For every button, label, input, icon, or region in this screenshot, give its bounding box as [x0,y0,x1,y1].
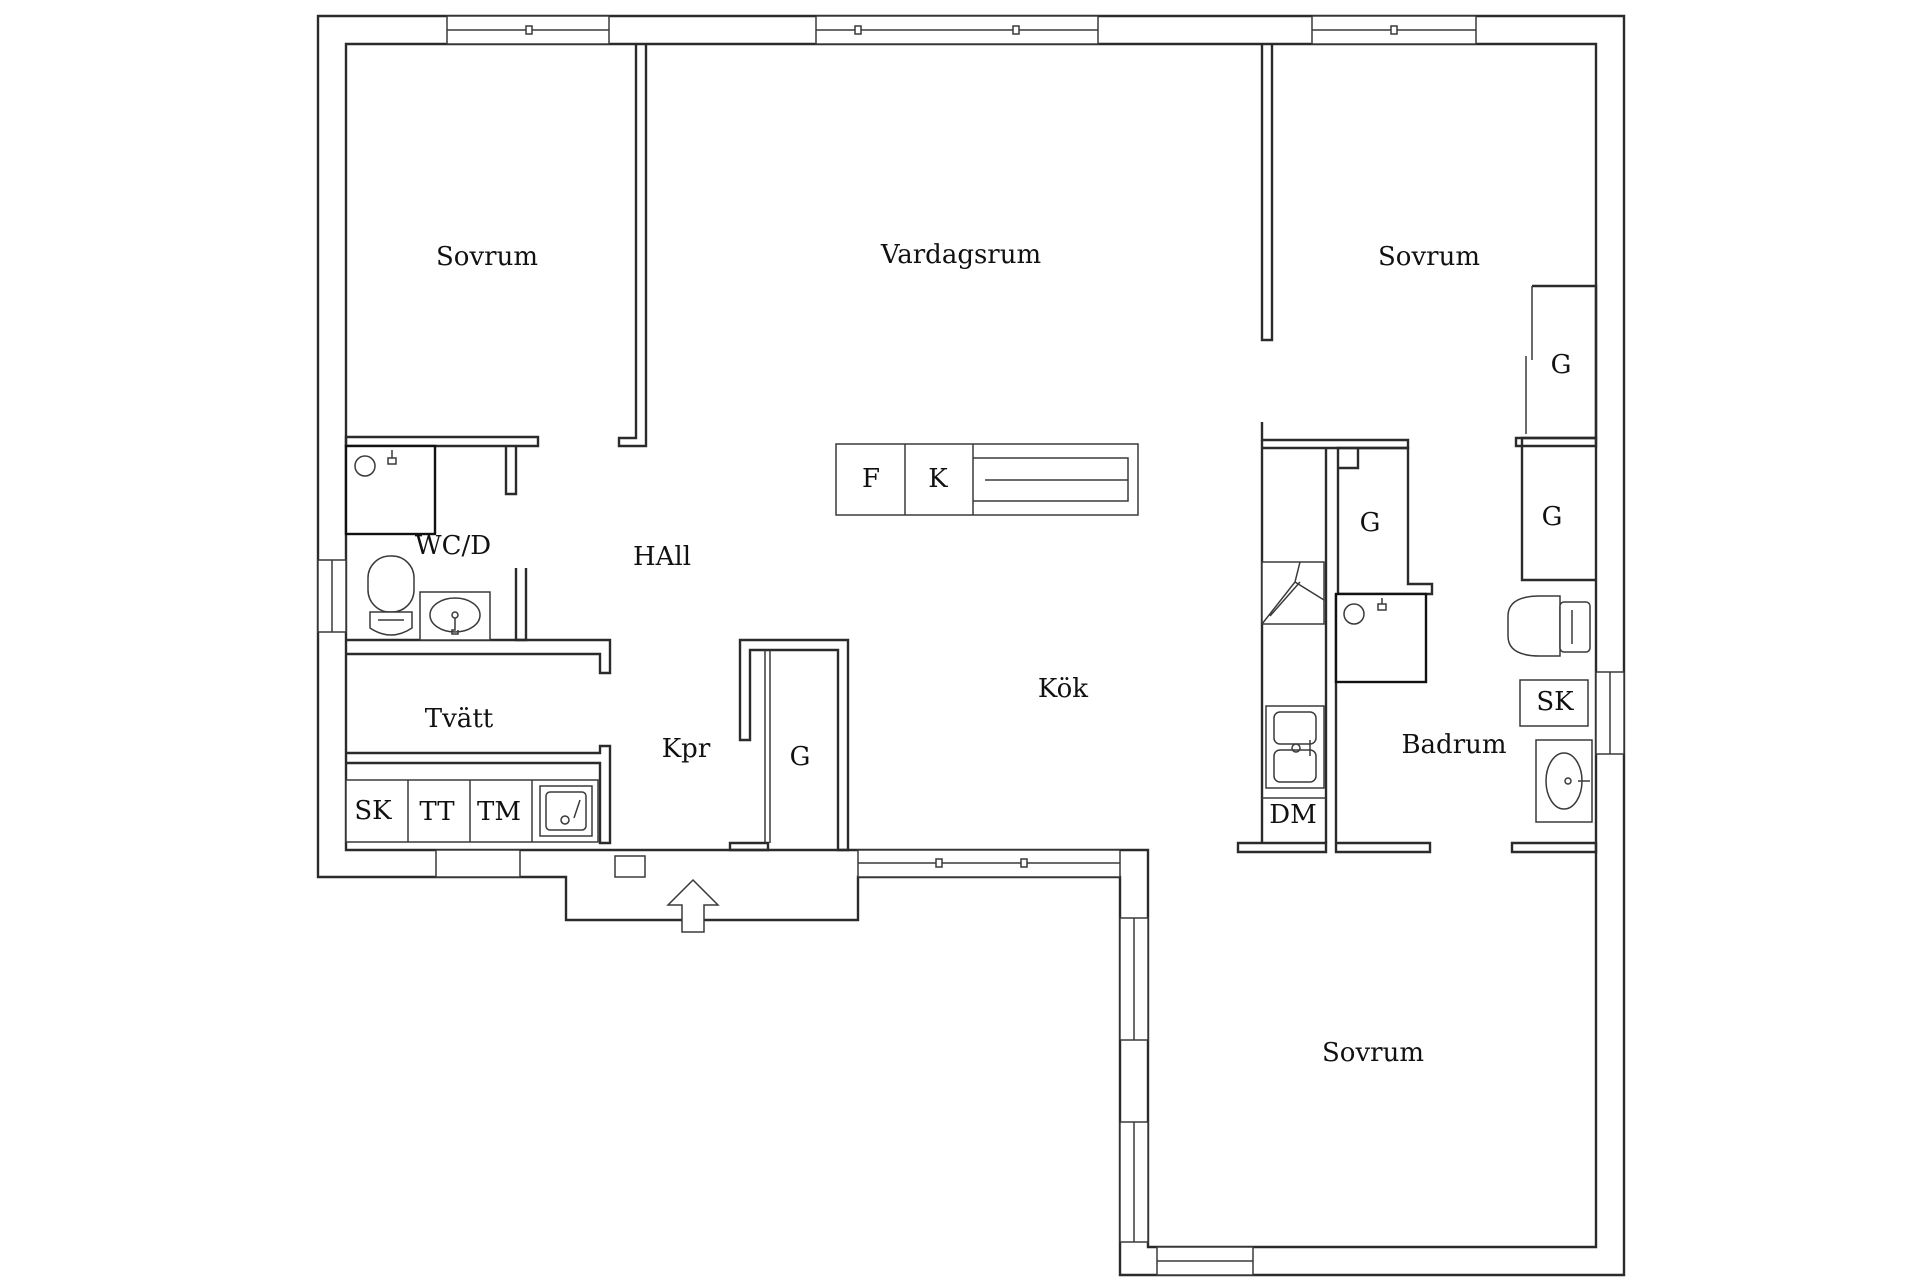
fixture-label-g-ne-lower: G [1542,502,1563,532]
wall-kitchen-counter [1260,422,1410,450]
window-south-bedroom-left-2 [1119,1121,1149,1243]
windows [317,15,1625,1276]
wall-bath-west [1334,594,1432,854]
room-label-sovrum-s: Sovrum [1322,1038,1424,1068]
wall-kpr-closet [738,638,850,852]
fixture-label-tm: TM [477,797,521,827]
room-label-kok: Kök [1038,674,1088,704]
window-tvatt [317,559,347,633]
wall-sovrum-nw-east [617,44,648,448]
wall-wc-east [514,568,528,642]
fixture-label-g-ne-upper: G [1551,350,1572,380]
room-label-sovrum-ne: Sovrum [1378,242,1480,272]
wall-wc-tvatt [346,638,612,675]
bath-sk-cabinet [1519,679,1589,727]
outer-walls [316,14,1626,1277]
wall-tvatt-kpr [346,744,612,845]
wc-sink-icon [419,591,491,641]
fixture-label-g-kpr: G [790,742,811,772]
fixture-labels: F K G G G G DM SK SK TT TM [354,350,1574,830]
fixture-label-dm: DM [1269,800,1316,830]
wall-wc-stub [504,446,518,496]
window-bath-east [1595,671,1625,755]
bath-toilet-icon [1507,595,1591,657]
fixture-label-tt: TT [419,797,455,827]
fixture-label-g-bath-closet: G [1360,508,1381,538]
bath-sink-icon [1535,739,1593,823]
room-labels: Sovrum Vardagsrum Sovrum WC/D HAll Kök T… [415,240,1507,1068]
stove-icon [1261,561,1325,625]
wall-ne-closets [1520,284,1598,582]
fixtures [344,444,1593,843]
window-south-bedroom-left-1 [1119,917,1149,1041]
wc-toilet-icon [367,555,415,636]
room-label-wc-d: WC/D [415,531,491,561]
wall-bath-closet [1336,446,1434,596]
window-living [815,15,1099,45]
bath-shower [1334,592,1428,684]
interior-walls [344,44,1598,854]
fixture-label-sk-bath: SK [1536,687,1574,717]
wc-shower [344,444,437,536]
fixture-label-k: K [928,464,948,494]
room-label-sovrum-nw: Sovrum [436,242,538,272]
room-label-hall: HAll [633,542,691,572]
fixture-label-f: F [862,464,880,494]
window-kitchen [857,849,1121,878]
tvatt-appliances [345,779,599,843]
entrance-arrow-icon [666,878,720,933]
room-label-kpr: Kpr [662,734,711,764]
wall-bath-east-partition [1510,841,1598,854]
room-label-badrum: Badrum [1401,730,1506,760]
kitchen-sink-icon [1265,705,1325,789]
fixture-label-sk-tvatt: SK [354,796,392,826]
room-label-vardagsrum: Vardagsrum [880,240,1041,270]
tvatt-sink-icon [539,785,593,837]
room-label-tvatt: Tvätt [425,704,494,734]
entrance [614,855,720,933]
window-ne [1311,15,1477,45]
window-laundry-south [435,849,521,878]
kitchen-island [835,443,1139,516]
wall-living-sovrum-ne [1260,44,1274,342]
window-nw [446,15,610,45]
wall-sovrum-nw-south [344,435,540,448]
window-south-bedroom-bottom [1156,1246,1254,1276]
wall-kitchen-bottom [1236,841,1328,854]
